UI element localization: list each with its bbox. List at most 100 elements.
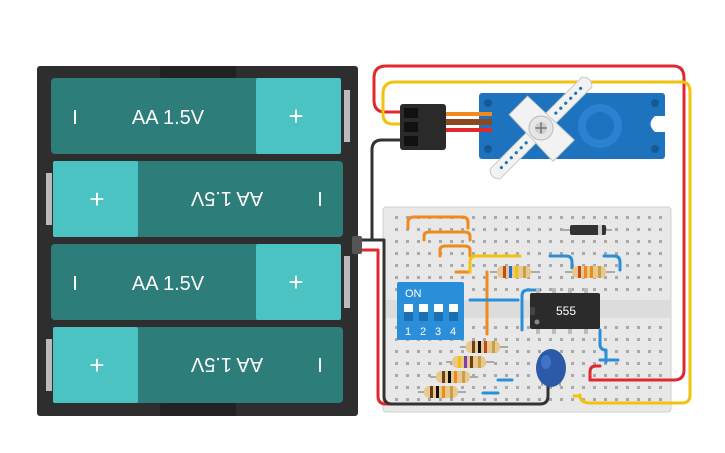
cell-3-negative-mark: I [72, 273, 78, 295]
aa-cell-1: AA 1.5V I + [51, 78, 341, 154]
servo-horn[interactable] [470, 57, 612, 199]
breadboard-hole [428, 350, 431, 353]
breadboard-hole [582, 386, 585, 389]
breadboard-hole [417, 374, 420, 377]
breadboard-hole [450, 276, 453, 279]
breadboard-hole [450, 398, 453, 401]
breadboard-hole [648, 386, 651, 389]
breadboard-hole [439, 240, 442, 243]
breadboard-hole [593, 216, 596, 219]
breadboard-hole [428, 374, 431, 377]
terminal-clip [46, 173, 52, 225]
breadboard-hole [483, 240, 486, 243]
breadboard-hole [505, 264, 508, 267]
breadboard-hole [428, 264, 431, 267]
dip-switch-number-1: 1 [405, 326, 411, 338]
breadboard-hole [406, 350, 409, 353]
breadboard-hole [516, 240, 519, 243]
breadboard-hole [494, 362, 497, 365]
breadboard-hole [582, 338, 585, 341]
breadboard-hole [483, 374, 486, 377]
breadboard-hole [560, 386, 563, 389]
breadboard-hole [648, 362, 651, 365]
breadboard-hole [615, 338, 618, 341]
dip-switch-toggle-1[interactable] [404, 304, 413, 312]
breadboard-hole [395, 362, 398, 365]
resistor [460, 341, 508, 353]
breadboard-hole [395, 338, 398, 341]
breadboard-hole [461, 276, 464, 279]
breadboard-hole [472, 386, 475, 389]
breadboard-hole [560, 350, 563, 353]
breadboard-hole [527, 338, 530, 341]
breadboard-hole [615, 240, 618, 243]
breadboard-hole [417, 350, 420, 353]
breadboard-hole [604, 374, 607, 377]
breadboard-hole [593, 362, 596, 365]
breadboard-hole [406, 228, 409, 231]
breadboard-hole [549, 386, 552, 389]
breadboard-hole [472, 252, 475, 255]
breadboard-hole [593, 240, 596, 243]
breadboard-hole [648, 374, 651, 377]
breadboard-hole [604, 252, 607, 255]
breadboard-hole [648, 288, 651, 291]
battery-lead-plug [352, 236, 362, 254]
breadboard-hole [483, 338, 486, 341]
breadboard-hole [417, 240, 420, 243]
breadboard-hole [516, 398, 519, 401]
cell-4-label: AA 1.5V [190, 353, 263, 375]
breadboard-hole [593, 350, 596, 353]
breadboard-hole [395, 326, 398, 329]
breadboard-hole [483, 398, 486, 401]
breadboard-hole [439, 362, 442, 365]
breadboard-hole [659, 252, 662, 255]
breadboard-hole [472, 240, 475, 243]
breadboard-hole [549, 228, 552, 231]
wire-blue [520, 288, 542, 332]
breadboard-hole [593, 386, 596, 389]
breadboard-hole [604, 264, 607, 267]
dip-switch-number-2: 2 [420, 326, 426, 338]
breadboard-hole [439, 228, 442, 231]
breadboard-hole [494, 276, 497, 279]
dip-switch-number-3: 3 [435, 326, 441, 338]
servo-motor [400, 57, 665, 199]
breadboard-hole [648, 326, 651, 329]
breadboard-hole [527, 386, 530, 389]
breadboard-hole [637, 398, 640, 401]
cell-2-negative-mark: I [317, 189, 323, 211]
breadboard-hole [505, 398, 508, 401]
breadboard-hole [571, 288, 574, 291]
breadboard-hole [494, 240, 497, 243]
breadboard-hole [637, 326, 640, 329]
breadboard-hole [582, 362, 585, 365]
breadboard-hole [648, 338, 651, 341]
breadboard-hole [626, 398, 629, 401]
cell-1-negative-mark: I [72, 107, 78, 129]
dip-switch-toggle-4[interactable] [449, 304, 458, 312]
breadboard-hole [626, 240, 629, 243]
breadboard-hole [615, 288, 618, 291]
breadboard-hole [604, 216, 607, 219]
breadboard-hole [395, 386, 398, 389]
wire-red [588, 364, 602, 382]
breadboard-hole [505, 216, 508, 219]
dip-switch-toggle-3[interactable] [434, 304, 443, 312]
breadboard-hole [549, 252, 552, 255]
breadboard-hole [648, 276, 651, 279]
ceramic-capacitor [536, 349, 566, 387]
breadboard-hole [516, 288, 519, 291]
breadboard-hole [395, 228, 398, 231]
breadboard-hole [659, 228, 662, 231]
wire-blue [548, 254, 574, 270]
dip-switch[interactable]: ON 1 2 3 4 [397, 282, 464, 340]
breadboard-hole [615, 276, 618, 279]
wire-yellow [381, 80, 692, 405]
breadboard-hole [417, 276, 420, 279]
breadboard-hole [417, 264, 420, 267]
breadboard-hole [626, 374, 629, 377]
dip-switch-toggle-2[interactable] [419, 304, 428, 312]
breadboard-hole [560, 216, 563, 219]
